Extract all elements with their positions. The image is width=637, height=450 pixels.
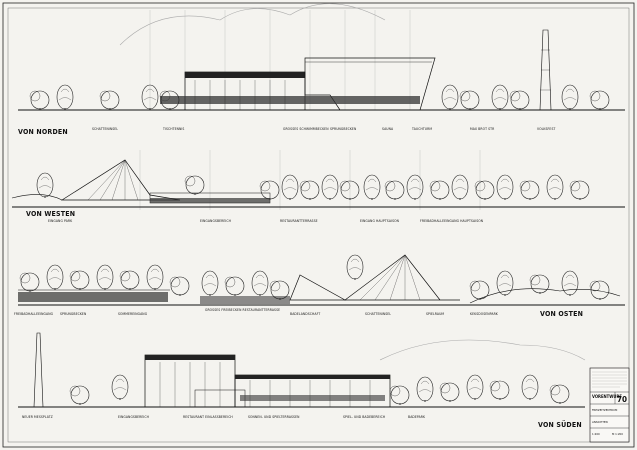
elevation-east: VON OSTEN FREIBADHALLEEINGANG SPRUNGBECK… [14, 254, 625, 318]
label-east-7: KEKSDOSENPARK [470, 312, 499, 316]
label-south-3: SONNEN- UND SPIELTERRASSEN [248, 415, 300, 419]
label-east-6: SPIELRAUM [426, 312, 444, 316]
section-title-east: VON OSTEN [540, 310, 583, 318]
title-block-heading: VORENTWURF [592, 394, 622, 399]
labels-north: SCHATTENINSEL TISCHTENNIS GROSSES SCHWIM… [92, 127, 555, 131]
label-south-5: BADEPARK [408, 415, 426, 419]
label-west-0: EINGANG PARK [48, 219, 73, 223]
chimney-south [33, 332, 44, 408]
label-south-0: NEUER MESSPLATZ [22, 415, 53, 419]
labels-west: EINGANG PARK EINGANGSBEREICH RESTAURANTT… [48, 219, 483, 223]
section-title-west: VON WESTEN [26, 210, 75, 218]
section-title-south: VON SÜDEN [538, 420, 582, 429]
label-west-3: EINGANG HAUPTSAISON [360, 219, 399, 223]
label-north-5: TAUCHTURM [412, 127, 432, 131]
elevation-south: VON SÜDEN NEUER MESSPLATZ EINGANGSBEREIC… [18, 332, 586, 429]
label-east-2: SOMMEREINGANG [118, 312, 148, 316]
label-north-4: SAUNA [382, 127, 394, 131]
label-north-0: SCHATTENINSEL [92, 127, 118, 131]
label-west-4: FREIBADHALLEEINGANG HAUPTSAISON [420, 219, 483, 223]
section-title-north: VON NORDEN [18, 128, 68, 136]
title-block-row-0: FREIZEITZENTRUM [592, 408, 618, 412]
label-south-1: EINGANGSBEREICH [118, 415, 149, 419]
label-east-3: GROSSES FREIBECKEN RESTAURANTTERRASSE [205, 308, 280, 312]
title-block-row-1: ANSICHTEN [592, 420, 608, 424]
label-north-7: VOLKSFEST [537, 127, 555, 131]
sheet-number: 70 [617, 395, 627, 404]
label-north-1: TISCHTENNIS [163, 127, 184, 131]
labels-south: NEUER MESSPLATZ EINGANGSBEREICH RESTAURA… [22, 415, 426, 419]
label-west-2: RESTAURANTTERRASSE [280, 219, 318, 223]
label-north-2: GROSSES SCHWIMMBECKEN [283, 127, 329, 131]
elevation-north: VON NORDEN SCHATTENINSEL TISCHTENNIS GRO… [18, 3, 625, 136]
label-north-6: MAX BROT STR [470, 127, 495, 131]
label-north-3: SPRUNGBECKEN [330, 127, 356, 131]
labels-east: FREIBADHALLEEINGANG SPRUNGBECKEN SOMMERE… [14, 308, 499, 316]
tent-roof-east-large [343, 254, 460, 301]
chimney-north [539, 29, 552, 111]
tent-roof-east-small [289, 274, 347, 301]
label-east-0: FREIBADHALLEEINGANG [14, 312, 54, 316]
label-south-4: SPIEL- UND BADEBEREICH [343, 415, 385, 419]
title-block: VORENTWURF 70 FREIZEITZENTRUM ANSICHTEN … [589, 367, 630, 443]
title-block-row-3: M 1:200 [612, 432, 623, 436]
label-south-2: RESTAURANT EINLASSBEREICH [183, 415, 233, 419]
label-west-1: EINGANGSBEREICH [200, 219, 231, 223]
label-east-1: SPRUNGBECKEN [60, 312, 86, 316]
title-block-row-2: 1:200 [592, 432, 600, 436]
elevation-west: VON WESTEN EINGANG PARK EINGANGSBEREICH … [11, 150, 625, 223]
label-east-4: BADELANDSCHAFT [290, 312, 320, 316]
label-east-5: SCHATTENINSEL [365, 312, 391, 316]
